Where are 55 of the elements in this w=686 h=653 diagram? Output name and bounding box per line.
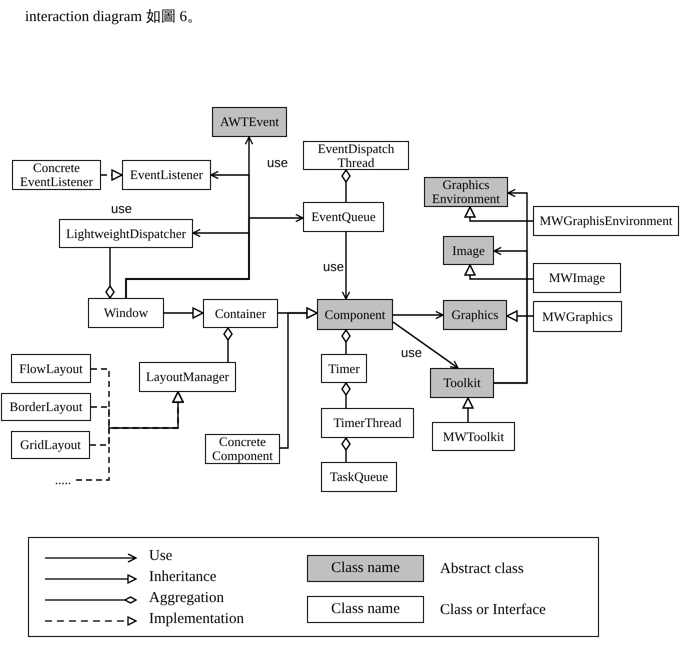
class-box: BorderLayout (1, 393, 91, 421)
inheritance-arrow (464, 206, 533, 222)
inheritance-arrow (280, 307, 318, 449)
class-box: EventListener (122, 160, 211, 190)
use-arrow (393, 310, 444, 320)
aggregation-line (341, 437, 351, 462)
class-box: MWImage (533, 263, 621, 293)
use-arrow (342, 232, 350, 300)
class-box: MWGraphisEnvironment (533, 206, 679, 236)
class-box: MWToolkit (432, 422, 515, 451)
legend-sample-text: Class name (331, 601, 400, 618)
class-box: Concrete EventListener (12, 160, 101, 190)
abstract-class-box: Component (317, 299, 393, 330)
class-box: TimerThread (321, 408, 414, 438)
use-label: use (111, 202, 132, 216)
class-box: TaskQueue (321, 462, 397, 492)
inheritance-arrow (506, 310, 533, 322)
abstract-class-box: Image (443, 236, 494, 265)
legend-label: Use (149, 547, 172, 565)
use-arrow (125, 228, 250, 298)
inheritance-arrow (462, 397, 474, 422)
legend-label: Abstract class (440, 560, 524, 578)
legend-label: Implementation (149, 610, 244, 628)
aggregation-line (341, 382, 351, 408)
class-box: EventDispatch Thread (303, 141, 409, 170)
ellipsis-text: ..... (50, 473, 76, 487)
legend-label: Aggregation (149, 589, 224, 607)
class-box: LightweightDispatcher (59, 219, 193, 248)
legend-sample-text: Class name (331, 560, 400, 577)
use-arrow (392, 321, 459, 369)
aggregation-line (341, 329, 351, 354)
implementation-arrow (76, 391, 184, 481)
use-arrow (494, 188, 528, 384)
class-box: LayoutManager (139, 362, 236, 392)
body-text: interaction diagram 如圖 6。 (25, 8, 202, 26)
inheritance-arrow (164, 307, 204, 319)
abstract-class-box: AWTEvent (212, 107, 287, 137)
class-box: MWGraphics (533, 301, 622, 332)
aggregation-line (341, 169, 351, 202)
aggregation-line (223, 327, 233, 362)
class-box: Container (203, 299, 278, 328)
class-box: FlowLayout (11, 354, 91, 383)
abstract-class-box: Toolkit (430, 368, 494, 398)
legend-label: Inheritance (149, 568, 216, 586)
abstract-class-box: Graphics Environment (424, 177, 508, 207)
legend-label: Class or Interface (440, 601, 546, 619)
class-box: GridLayout (11, 431, 90, 459)
class-box: EventQueue (303, 202, 384, 232)
class-box: Concrete Component (205, 434, 280, 464)
class-box: Window (88, 298, 164, 328)
aggregation-line (105, 248, 115, 299)
implementation-arrow (101, 169, 123, 181)
abstract-class-box: Graphics (443, 300, 507, 330)
class-box: Timer (321, 354, 367, 383)
inheritance-arrow (464, 264, 533, 280)
